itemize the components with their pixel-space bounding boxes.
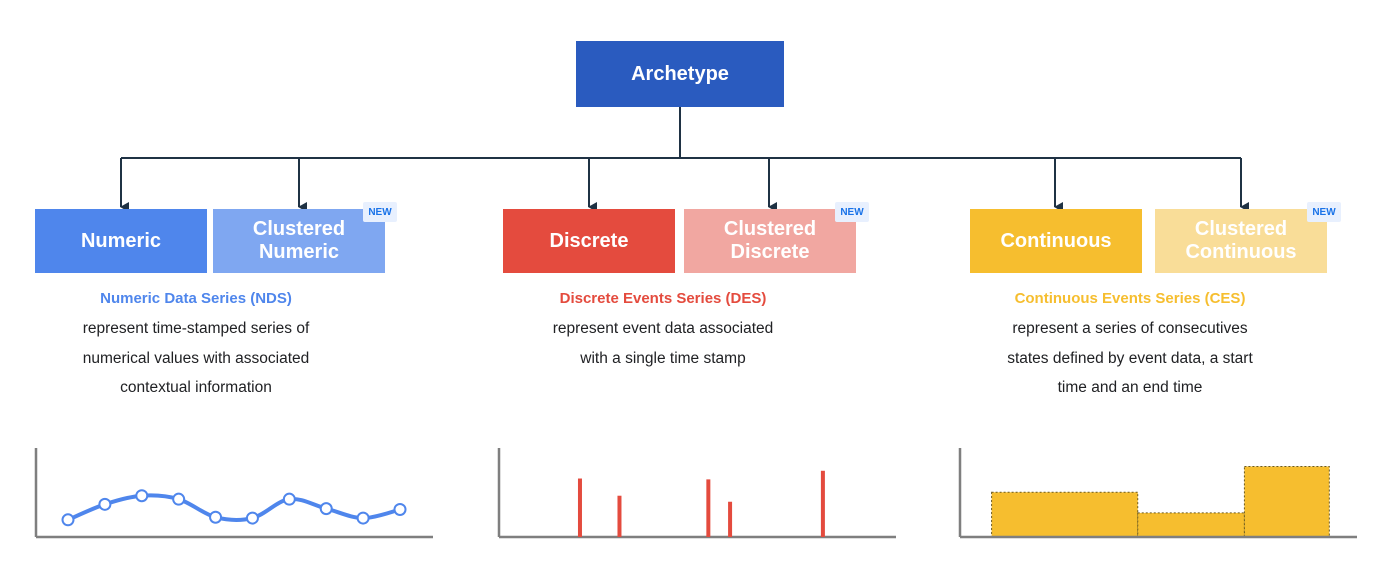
numeric-series-line	[66, 493, 402, 522]
state-segment	[1137, 512, 1245, 538]
des-description: represent event data associated with a s…	[552, 320, 774, 367]
discrete-series-chart	[497, 448, 896, 539]
nds-title: Numeric Data Series (NDS)	[100, 290, 292, 307]
continuous-label: Continuous	[1000, 229, 1112, 252]
data-point	[393, 502, 407, 516]
discrete-node: Discrete	[503, 209, 675, 273]
clustered-discrete-node: Clustered Discrete	[684, 209, 856, 273]
numeric-label: Numeric	[80, 229, 162, 252]
archetype-root-node: Archetype	[576, 41, 784, 107]
numeric-series-chart	[34, 448, 433, 539]
clustered-discrete-label: Clustered Discrete	[723, 218, 817, 263]
new-badge-label: NEW	[1312, 206, 1336, 218]
numeric-node: Numeric	[35, 209, 207, 273]
clustered-numeric-node: Clustered Numeric	[213, 209, 385, 273]
clustered-numeric-label: Clustered Numeric	[252, 218, 346, 263]
ces-title: Continuous Events Series (CES)	[1014, 290, 1246, 307]
state-segment	[991, 491, 1139, 538]
event-spike	[706, 479, 711, 537]
des-title: Discrete Events Series (DES)	[559, 290, 767, 307]
data-point	[209, 510, 223, 524]
data-point	[356, 511, 370, 525]
data-point	[282, 492, 296, 506]
discrete-label: Discrete	[549, 229, 629, 252]
nds-description: represent time-stamped series of numeric…	[82, 320, 310, 396]
clustered-continuous-label: Clustered Continuous	[1185, 218, 1297, 263]
new-badge-continuous: NEW	[1307, 202, 1341, 222]
event-spike	[820, 470, 825, 537]
data-point	[245, 511, 259, 525]
event-spike	[617, 495, 622, 537]
data-point	[98, 497, 112, 511]
data-point	[61, 513, 75, 527]
new-badge-label: NEW	[368, 206, 392, 218]
continuous-node: Continuous	[970, 209, 1142, 273]
new-badge-numeric: NEW	[363, 202, 397, 222]
data-point	[172, 492, 186, 506]
event-spike	[728, 501, 733, 537]
event-spike	[577, 478, 582, 537]
data-point	[319, 502, 333, 516]
ces-description: represent a series of consecutives state…	[1007, 320, 1253, 396]
data-point	[135, 489, 149, 503]
archetype-label: Archetype	[631, 62, 729, 85]
new-badge-label: NEW	[840, 206, 864, 218]
new-badge-discrete: NEW	[835, 202, 869, 222]
clustered-continuous-node: Clustered Continuous	[1155, 209, 1327, 273]
continuous-series-chart	[958, 448, 1357, 539]
state-segment	[1243, 465, 1330, 538]
